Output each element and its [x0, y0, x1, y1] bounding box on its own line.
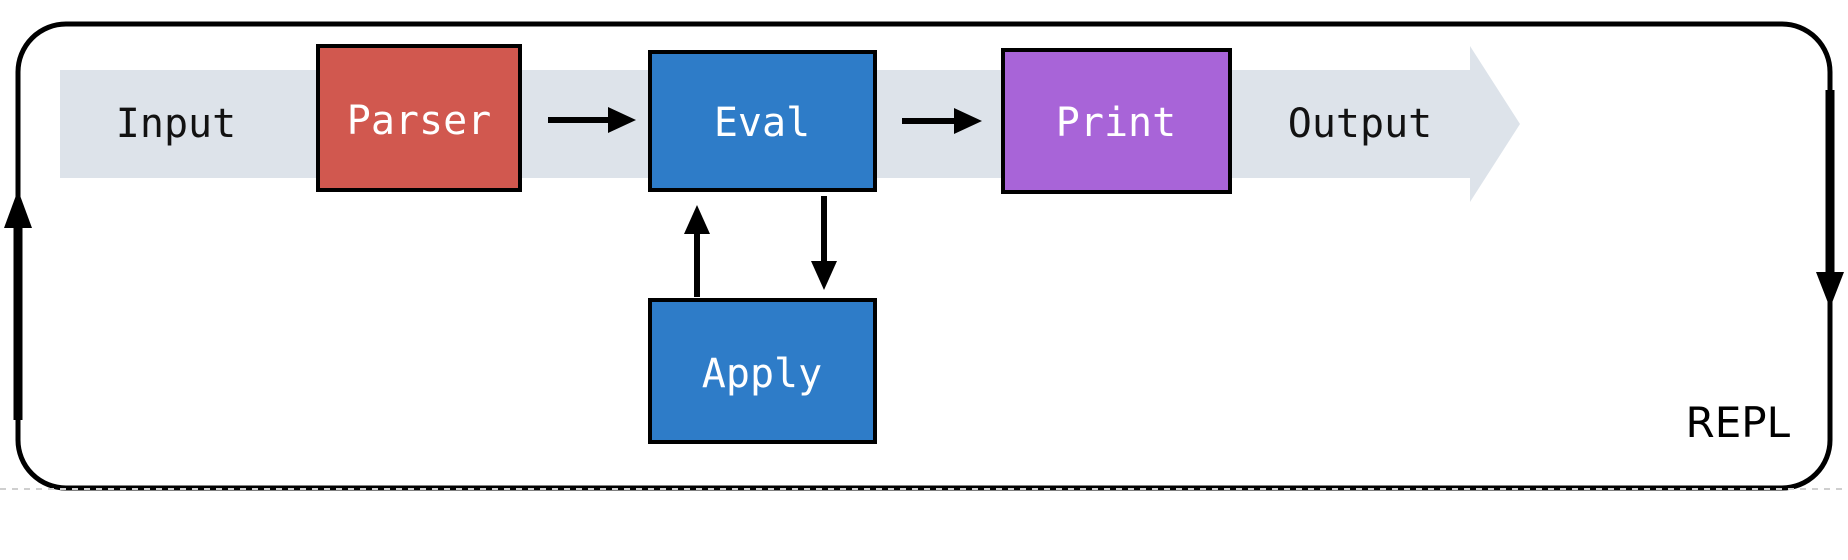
- connector-apply-to-eval-arrowhead-icon: [684, 205, 710, 234]
- stage-box-eval[interactable]: [648, 50, 877, 192]
- connector-eval-to-print-arrowhead-icon: [954, 108, 982, 134]
- repl-caption-label: REPL: [1686, 398, 1791, 447]
- stage-box-print[interactable]: [1001, 48, 1232, 194]
- stage-label-apply: Apply: [702, 351, 822, 397]
- connector-parser-to-eval-arrowhead-icon: [608, 107, 636, 133]
- stage-box-parser[interactable]: [316, 44, 522, 192]
- stage-label-output: Output: [1288, 101, 1433, 147]
- connector-eval-to-apply-arrowhead-icon: [811, 261, 837, 290]
- stage-label-eval: Eval: [714, 100, 810, 146]
- stage-box-apply[interactable]: [648, 298, 877, 444]
- loop-left-arrowhead-icon: [4, 190, 32, 228]
- stage-label-parser: Parser: [347, 98, 492, 144]
- stage-label-print: Print: [1056, 100, 1176, 146]
- stage-label-input: Input: [116, 101, 236, 147]
- repl-loop-boundary: [15, 21, 1833, 491]
- loop-right-arrowhead-icon: [1816, 272, 1844, 308]
